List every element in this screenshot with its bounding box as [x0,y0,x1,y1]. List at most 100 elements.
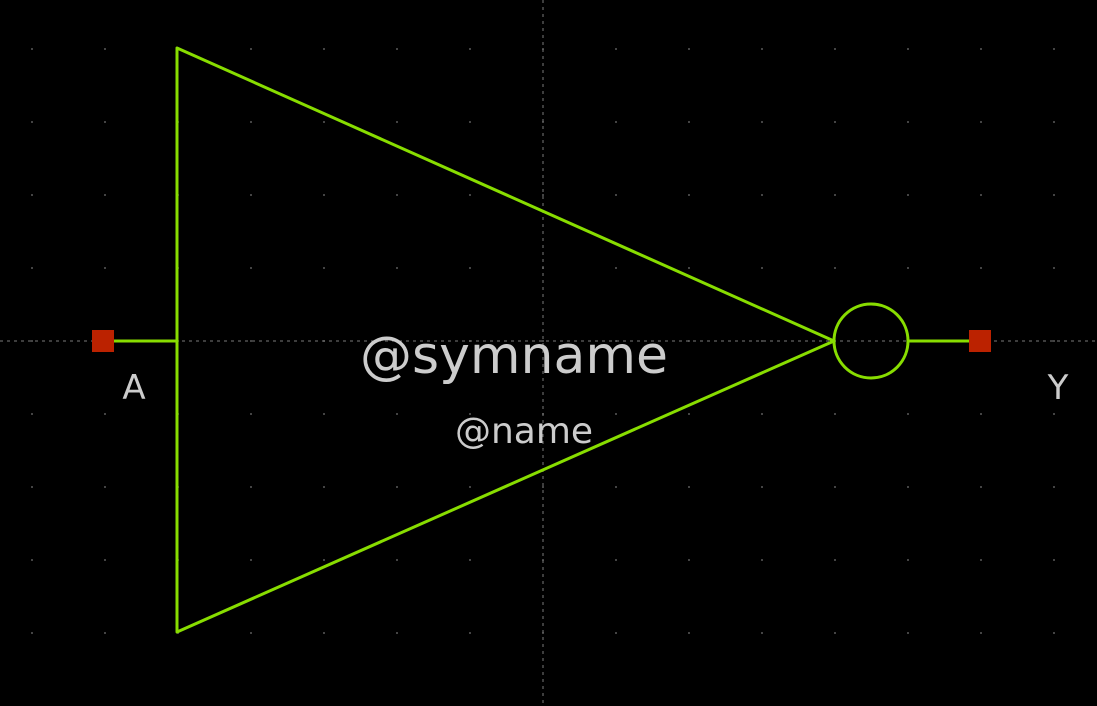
inverter-symbol[interactable] [101,46,982,634]
grid-dot [688,194,690,196]
grid-dot [615,413,617,415]
grid-dot [323,48,325,50]
grid-dot [250,121,252,123]
grid-dot [1053,48,1055,50]
grid-dot [980,632,982,634]
symname-label: @symname [360,326,668,386]
grid-dot [469,632,471,634]
grid-dot [688,559,690,561]
grid-dot [250,486,252,488]
grid-dot [907,413,909,415]
grid-dot [31,632,33,634]
grid-dot [104,121,106,123]
grid-dot [761,486,763,488]
grid-dot [615,48,617,50]
grid-dot [907,267,909,269]
grid-dot [396,194,398,196]
grid-dot [980,267,982,269]
grid-dot [250,632,252,634]
grid-dot [907,559,909,561]
grid-dot [980,48,982,50]
grid-dot [980,413,982,415]
input-pin-label: A [122,368,145,408]
grid-dot [542,194,544,196]
grid-dot [396,486,398,488]
grid-dot [104,413,106,415]
grid-dot [469,486,471,488]
grid-dot [469,194,471,196]
grid-dots [31,48,1055,634]
grid-dot [688,486,690,488]
grid-dot [31,267,33,269]
grid-dot [469,559,471,561]
grid-dot [907,486,909,488]
grid-dot [250,559,252,561]
instance-name-label: @name [455,411,593,452]
grid-dot [907,121,909,123]
grid-dot [1053,194,1055,196]
grid-dot [761,267,763,269]
grid-dot [761,48,763,50]
grid-dot [1053,632,1055,634]
grid-dot [907,632,909,634]
grid-dot [396,267,398,269]
input-pin-marker[interactable] [92,330,114,352]
grid-dot [688,267,690,269]
grid-dot [469,267,471,269]
grid-dot [104,559,106,561]
grid-dot [761,194,763,196]
grid-dot [31,48,33,50]
grid-dot [31,486,33,488]
grid-dot [104,486,106,488]
grid-dot [834,48,836,50]
grid-dot [615,194,617,196]
grid-dot [250,48,252,50]
grid-dot [834,559,836,561]
grid-dot [323,559,325,561]
grid-dot [396,340,398,342]
grid-dot [1053,559,1055,561]
grid-dot [31,340,33,342]
grid-dot [834,121,836,123]
grid-dot [323,121,325,123]
grid-dot [615,559,617,561]
grid-dot [1053,267,1055,269]
grid-dot [542,340,544,342]
grid-dot [688,48,690,50]
grid-dot [31,121,33,123]
grid-dot [469,413,471,415]
grid-dot [396,121,398,123]
output-pin-label: Y [1047,368,1069,408]
grid-dot [980,194,982,196]
grid-dot [834,267,836,269]
grid-dot [980,486,982,488]
grid-dot [761,413,763,415]
grid-dot [396,632,398,634]
grid-dot [1053,121,1055,123]
grid-dot [761,340,763,342]
grid-dot [469,48,471,50]
grid-dot [615,121,617,123]
grid-dot [104,632,106,634]
grid-dot [396,48,398,50]
grid-dot [31,194,33,196]
grid-dot [323,267,325,269]
output-pin-marker[interactable] [969,330,991,352]
grid-dot [250,340,252,342]
grid-dot [907,194,909,196]
grid-dot [250,194,252,196]
grid-dot [31,559,33,561]
grid-dot [980,559,982,561]
grid-dot [396,413,398,415]
grid-dot [250,413,252,415]
grid-dot [980,121,982,123]
grid-dot [469,121,471,123]
grid-dot [688,632,690,634]
grid-dot [688,413,690,415]
grid-dot [761,559,763,561]
grid-dot [761,632,763,634]
grid-dot [834,194,836,196]
